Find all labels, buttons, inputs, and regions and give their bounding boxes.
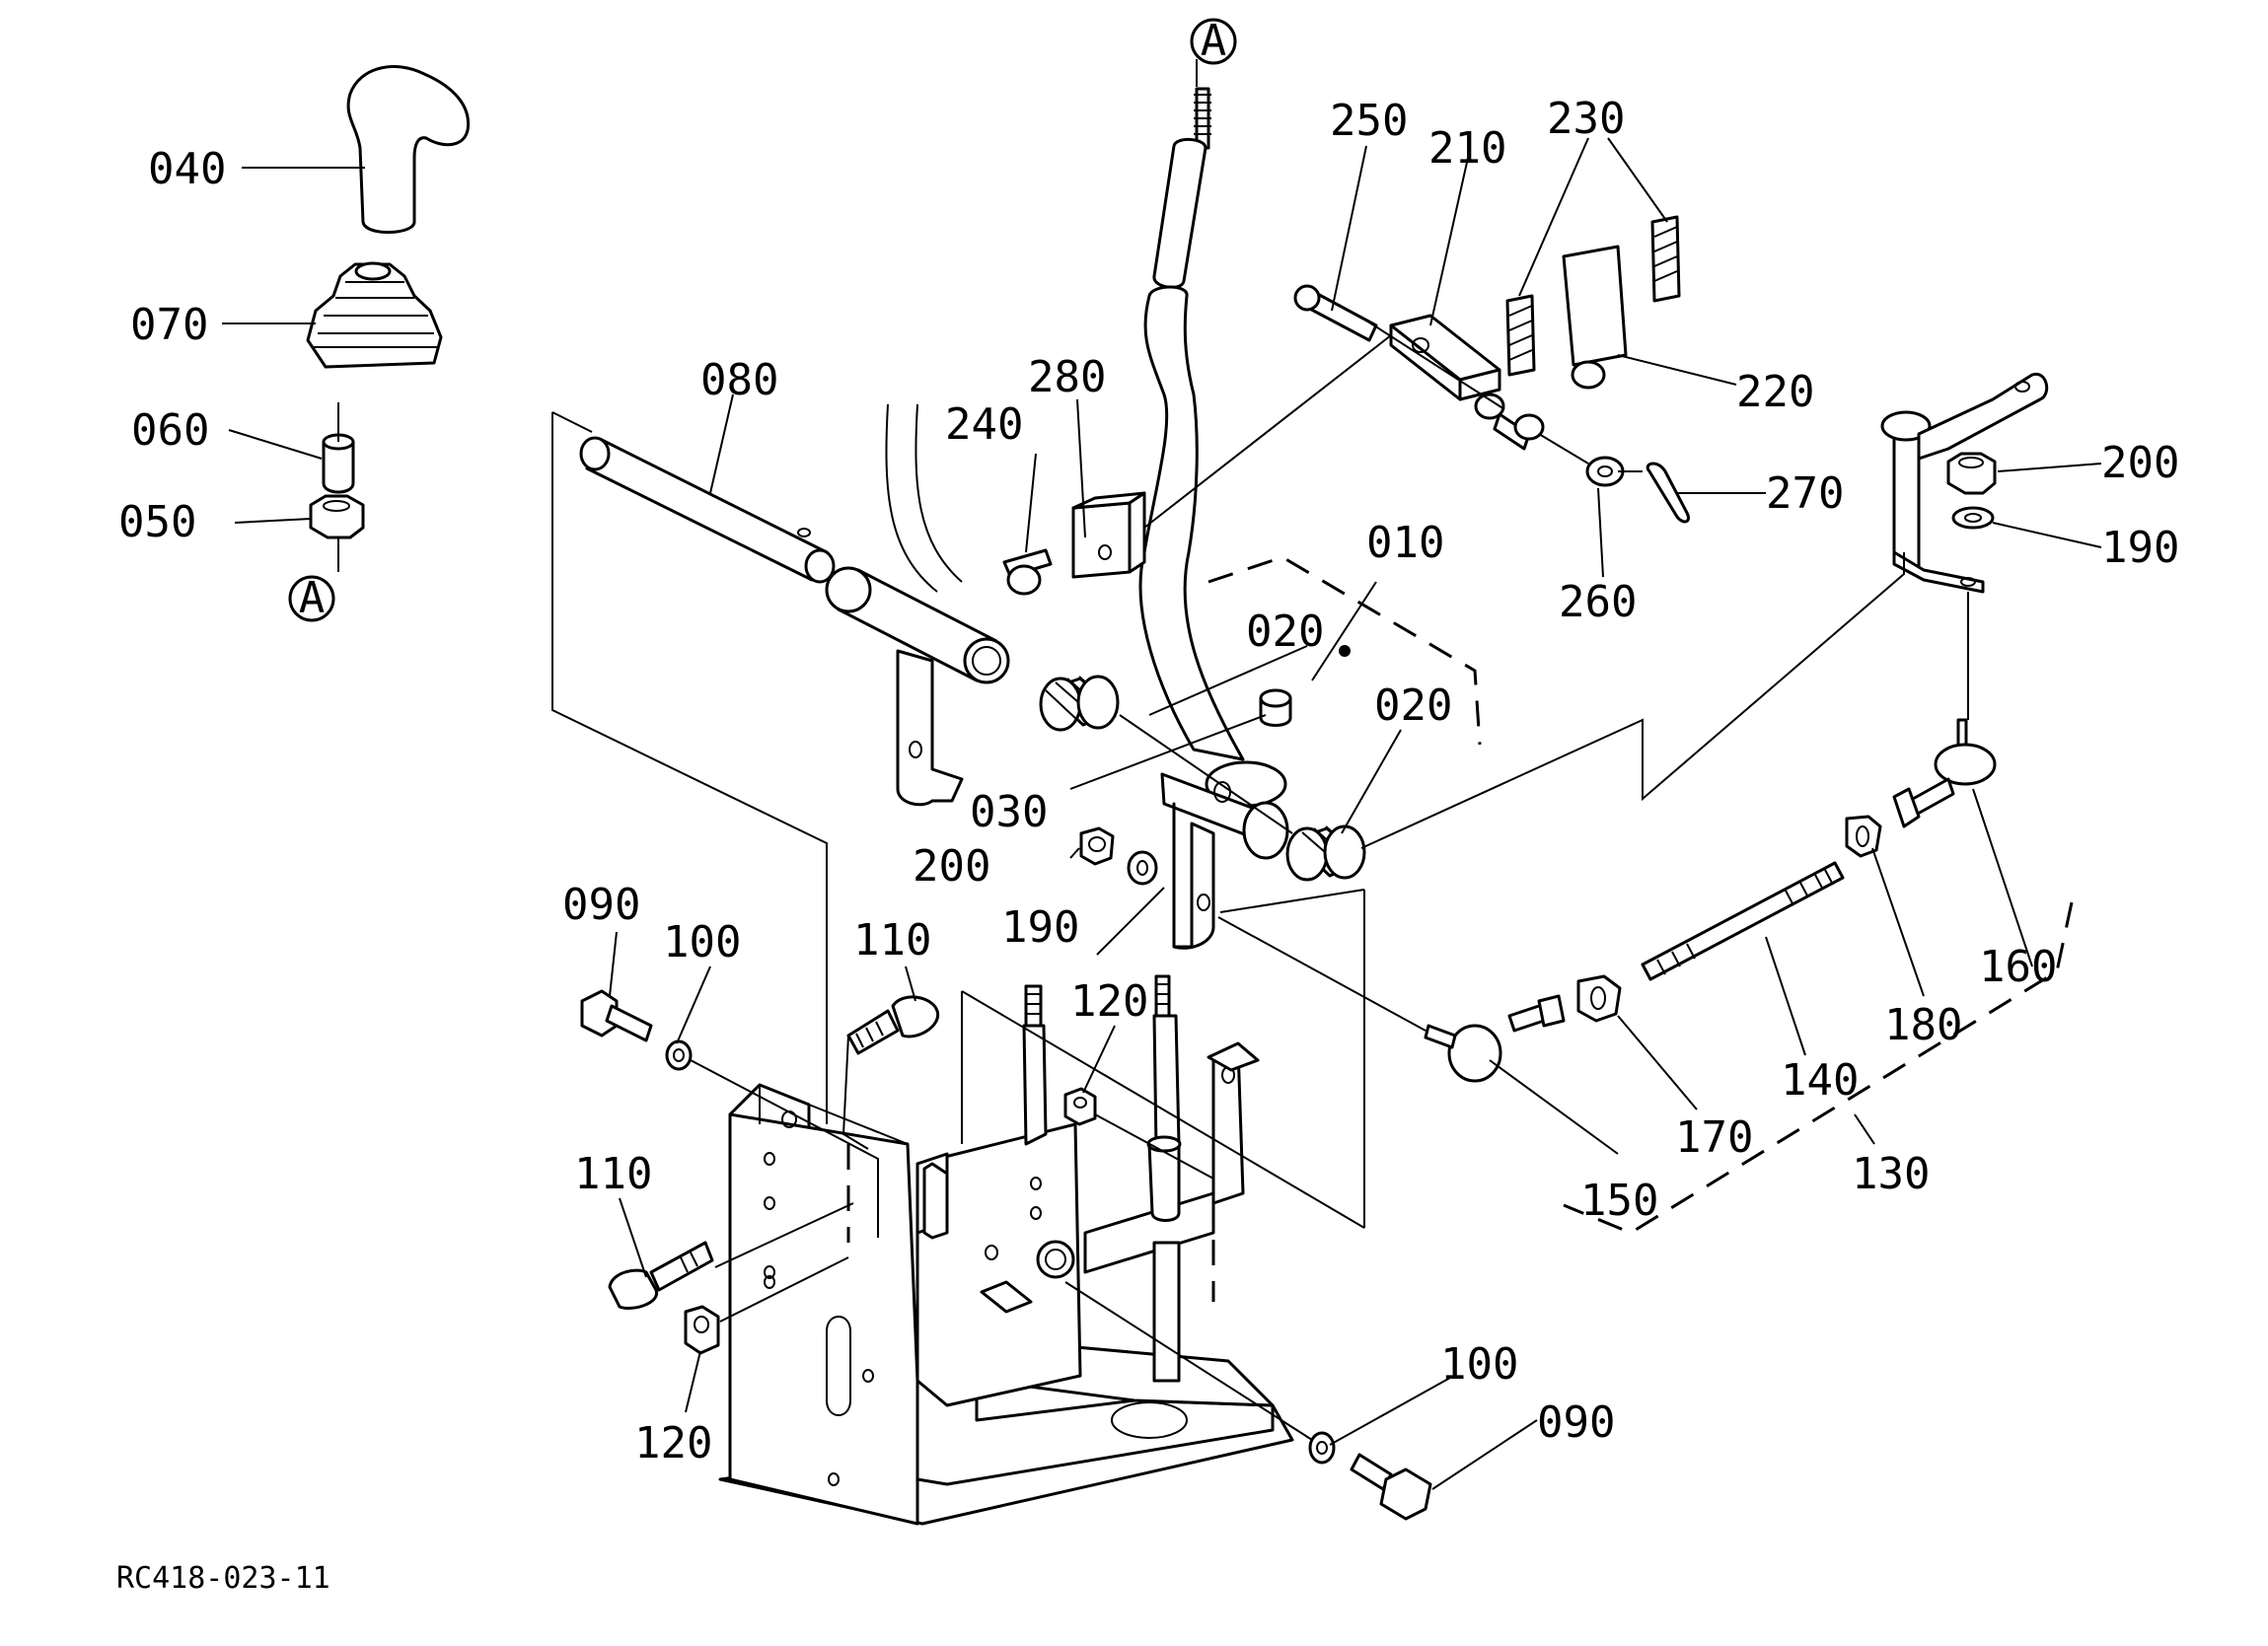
drawing-code: RC418-023-11 bbox=[116, 1561, 330, 1596]
nut-180 bbox=[1845, 815, 1882, 858]
callout-130: 130 bbox=[1852, 1149, 1930, 1199]
callout-100-right: 100 bbox=[1440, 1339, 1518, 1390]
callout-150: 150 bbox=[1580, 1176, 1658, 1226]
callout-090-left: 090 bbox=[562, 880, 640, 930]
washer-190-right bbox=[1951, 506, 1995, 530]
callout-190-right: 190 bbox=[2101, 523, 2179, 573]
center-plate bbox=[915, 1122, 1082, 1407]
plate-210 bbox=[1389, 314, 1531, 451]
callout-180: 180 bbox=[1884, 1000, 1962, 1050]
callout-020-right: 020 bbox=[1374, 680, 1452, 731]
collar-060 bbox=[322, 433, 355, 494]
callout-060: 060 bbox=[131, 405, 209, 456]
callout-070: 070 bbox=[130, 300, 208, 350]
callout-200-right: 200 bbox=[2101, 438, 2179, 488]
bolt-110-upper bbox=[846, 995, 940, 1055]
rollers-210 bbox=[1474, 393, 1545, 441]
dot-marker bbox=[1339, 645, 1351, 657]
callout-110-upper: 110 bbox=[853, 915, 931, 966]
callout-080: 080 bbox=[700, 355, 778, 405]
callout-240: 240 bbox=[945, 399, 1023, 450]
ref-circle-a-left bbox=[288, 575, 335, 622]
frame-line-ghost bbox=[885, 403, 963, 593]
ref-circle-a-top bbox=[1190, 18, 1237, 65]
callout-280: 280 bbox=[1028, 352, 1106, 402]
base-frame bbox=[718, 1083, 1294, 1526]
arm-bracket-right bbox=[1880, 372, 2049, 594]
bolt-090-right bbox=[1350, 1453, 1432, 1521]
callout-160: 160 bbox=[1979, 942, 2057, 992]
ref-a-left-label: A bbox=[299, 573, 326, 623]
nut-washer-190-200-center bbox=[1079, 826, 1158, 886]
nut-050 bbox=[309, 494, 365, 539]
leader-lines bbox=[222, 59, 2102, 1490]
bolt-090-left bbox=[580, 989, 653, 1042]
callout-110-lower: 110 bbox=[574, 1149, 652, 1199]
lever-rod bbox=[1138, 87, 1289, 950]
pads-230 bbox=[1505, 215, 1681, 377]
knob-040 bbox=[346, 65, 471, 234]
callout-270: 270 bbox=[1766, 468, 1844, 519]
callout-260: 260 bbox=[1559, 577, 1637, 627]
callout-120-lower: 120 bbox=[634, 1418, 712, 1468]
washer-100-right bbox=[1308, 1431, 1336, 1465]
callout-250: 250 bbox=[1330, 96, 1408, 146]
callout-040: 040 bbox=[148, 144, 226, 194]
bushing-020-right bbox=[1285, 824, 1366, 882]
callout-220: 220 bbox=[1736, 367, 1814, 417]
pivot-tube bbox=[825, 566, 1010, 807]
callout-030: 030 bbox=[970, 787, 1048, 837]
right-bracket bbox=[1083, 1041, 1260, 1274]
nut-170 bbox=[1576, 974, 1622, 1023]
studs bbox=[1022, 974, 1182, 1383]
ref-a-top-label: A bbox=[1201, 16, 1227, 66]
pin-250 bbox=[1293, 284, 1378, 342]
nut-200-right bbox=[1946, 452, 1997, 495]
callout-120-upper: 120 bbox=[1070, 976, 1148, 1027]
nut-120-upper bbox=[1063, 1087, 1097, 1126]
callout-200-center: 200 bbox=[913, 841, 990, 892]
callout-230: 230 bbox=[1547, 94, 1625, 144]
plate-220 bbox=[1562, 245, 1628, 390]
callout-020-left: 020 bbox=[1246, 607, 1324, 657]
bushing-020-left bbox=[1039, 675, 1120, 732]
rod-end-160 bbox=[1892, 718, 1997, 828]
nut-120-lower bbox=[684, 1305, 720, 1355]
washer-260 bbox=[1585, 456, 1625, 487]
bolt-240 bbox=[1002, 548, 1053, 596]
group-bracket-010 bbox=[1207, 555, 1482, 746]
threaded-rod-140 bbox=[1641, 861, 1845, 981]
callout-050: 050 bbox=[118, 497, 196, 547]
plug-030 bbox=[1259, 688, 1292, 727]
callout-210: 210 bbox=[1428, 123, 1506, 174]
shaft-080 bbox=[579, 436, 836, 584]
washer-100-left bbox=[665, 1039, 693, 1071]
boot-070 bbox=[306, 261, 443, 369]
rod-end-150 bbox=[1424, 994, 1566, 1083]
callout-100-left: 100 bbox=[663, 917, 741, 967]
bolt-110-lower bbox=[608, 1241, 714, 1310]
cotter-pin-270 bbox=[1646, 462, 1690, 524]
callout-190-center: 190 bbox=[1001, 902, 1079, 953]
callout-090-right: 090 bbox=[1537, 1397, 1615, 1448]
callout-140: 140 bbox=[1781, 1055, 1859, 1106]
callout-010: 010 bbox=[1366, 518, 1444, 568]
bracket-280 bbox=[1071, 491, 1146, 579]
callout-170: 170 bbox=[1675, 1112, 1753, 1163]
